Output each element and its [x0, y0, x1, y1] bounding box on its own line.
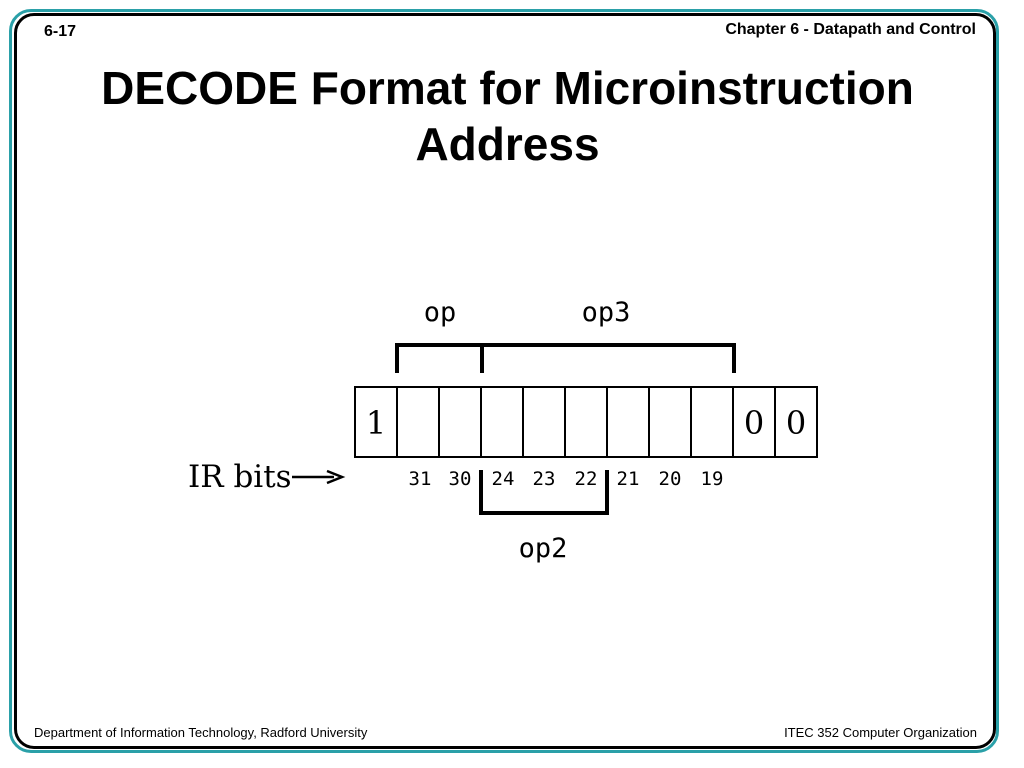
ir-bit-number: 30 — [449, 468, 472, 490]
arrow-head-icon — [326, 469, 346, 485]
cell-value: 0 — [786, 404, 806, 442]
slide-title-line-2: Address — [415, 118, 600, 170]
footer-department: Department of Information Technology, Ra… — [34, 725, 368, 740]
ir-bits-label: IR bits — [188, 459, 292, 495]
ir-bit-number: 22 — [575, 468, 598, 490]
slide-title: DECODE Format for Microinstruction Addre… — [40, 60, 975, 172]
ir-bit-number: 21 — [617, 468, 640, 490]
slide-frame-accent — [9, 9, 999, 753]
ir-bit-number: 24 — [492, 468, 515, 490]
cell-value: 1 — [366, 404, 386, 442]
slide-frame — [14, 13, 996, 749]
ir-bit-number: 19 — [701, 468, 724, 490]
op2-bracket — [479, 470, 609, 515]
ir-bit-number: 31 — [409, 468, 432, 490]
cell-dividers — [396, 387, 776, 457]
cell-value: 0 — [744, 404, 764, 442]
footer-course: ITEC 352 Computer Organization — [784, 725, 977, 740]
op3-field-label: op3 — [582, 297, 631, 328]
op2-field-label: op2 — [519, 533, 568, 564]
op-op3-bracket — [395, 343, 736, 373]
slide-title-line-1: DECODE Format for Microinstruction — [101, 62, 914, 114]
ir-bit-number: 23 — [533, 468, 556, 490]
ir-bit-number: 20 — [659, 468, 682, 490]
slide-number: 6-17 — [44, 23, 77, 40]
chapter-heading: Chapter 6 - Datapath and Control — [725, 21, 976, 38]
op-field-label: op — [424, 297, 457, 328]
microaddress-row — [354, 386, 818, 458]
